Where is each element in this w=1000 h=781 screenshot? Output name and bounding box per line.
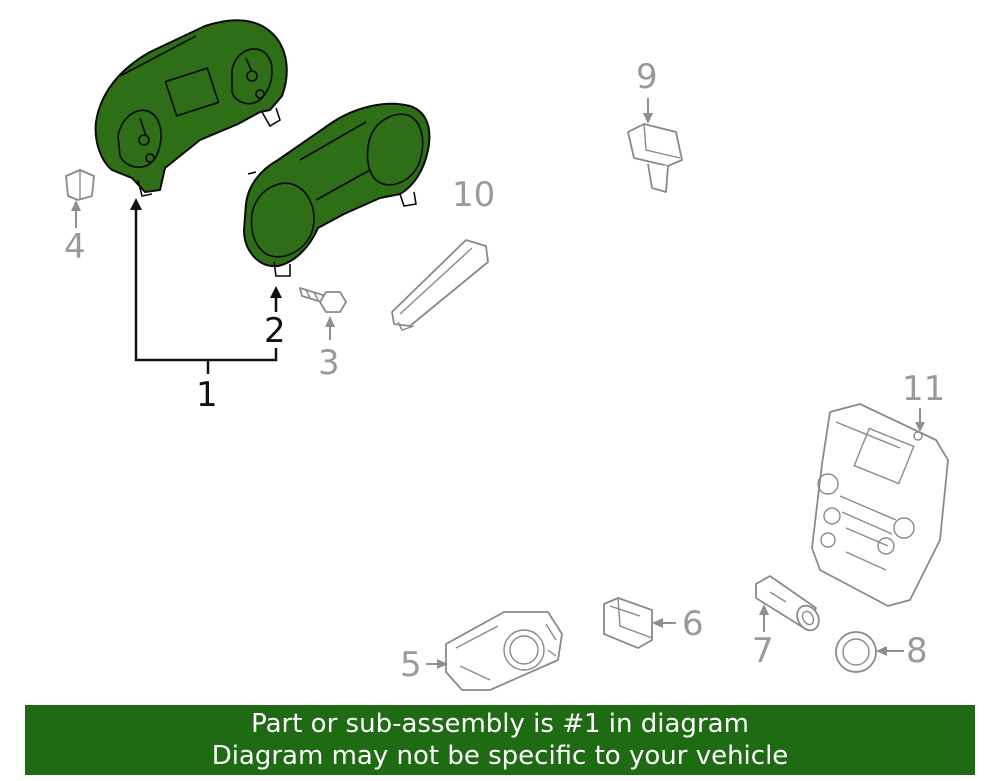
instrument-cluster-housing — [94, 19, 288, 197]
switch-6-part — [603, 597, 653, 649]
socket-part — [755, 575, 820, 632]
callout-7: 7 — [752, 631, 774, 671]
clip-part — [65, 169, 95, 201]
screw-part — [299, 287, 347, 313]
callout-2: 2 — [264, 311, 286, 351]
console-bezel-part — [811, 403, 949, 607]
callout-10: 10 — [452, 175, 495, 215]
callout-1: 1 — [196, 375, 218, 415]
callout-3: 3 — [318, 343, 340, 383]
notice-line-1: Part or sub-assembly is #1 in diagram — [251, 709, 749, 739]
knob-part — [835, 631, 877, 673]
callout-6: 6 — [682, 604, 704, 644]
callout-8: 8 — [906, 631, 928, 671]
headlamp-switch-part — [445, 611, 563, 691]
notice-line-2: Diagram may not be specific to your vehi… — [211, 741, 789, 771]
vehicle-notice-banner: Part or sub-assembly is #1 in diagram Di… — [25, 705, 975, 775]
cluster-lens — [243, 102, 431, 277]
callout-5: 5 — [400, 645, 422, 685]
leader-lines — [71, 98, 925, 669]
switch-strip-part — [391, 239, 489, 331]
callout-4: 4 — [64, 227, 86, 267]
switch-9-part — [627, 123, 683, 193]
callout-9: 9 — [636, 57, 658, 97]
callout-11: 11 — [902, 369, 945, 409]
